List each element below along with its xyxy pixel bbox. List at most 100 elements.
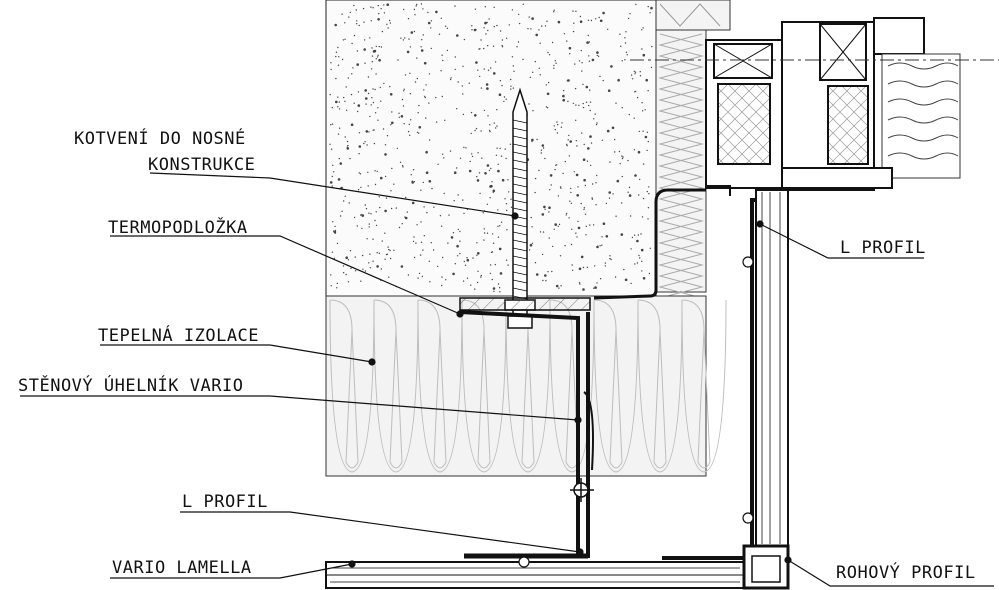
concrete-speck	[483, 109, 486, 112]
concrete-speck	[644, 109, 646, 111]
concrete-speck	[582, 106, 585, 109]
concrete-speck	[384, 144, 387, 146]
concrete-speck	[376, 170, 378, 173]
concrete-speck	[476, 242, 478, 244]
concrete-speck	[634, 91, 636, 93]
concrete-speck	[538, 169, 540, 172]
concrete-speck	[552, 245, 554, 248]
concrete-speck	[446, 27, 449, 29]
concrete-speck	[344, 136, 346, 138]
concrete-speck	[377, 107, 379, 109]
concrete-speck	[566, 40, 568, 42]
concrete-speck	[636, 96, 639, 99]
label-rohovy-profil: ROHOVÝ PROFIL	[836, 563, 976, 583]
concrete-speck	[589, 109, 591, 112]
concrete-speck	[492, 287, 496, 290]
concrete-speck	[501, 44, 503, 47]
concrete-speck	[531, 242, 534, 244]
concrete-speck	[374, 88, 376, 91]
concrete-speck	[469, 160, 471, 163]
concrete-speck	[484, 6, 486, 8]
concrete-speck	[583, 207, 586, 209]
concrete-speck	[482, 212, 484, 214]
concrete-speck	[332, 221, 334, 223]
concrete-speck	[599, 75, 601, 78]
concrete-speck	[358, 172, 360, 174]
concrete-speck	[416, 77, 418, 80]
concrete-speck	[547, 81, 550, 84]
concrete-speck	[337, 46, 339, 49]
concrete-speck	[444, 119, 446, 122]
concrete-speck	[437, 163, 439, 165]
concrete-speck	[493, 6, 495, 8]
concrete-speck	[582, 266, 585, 269]
concrete-speck	[546, 20, 548, 22]
concrete-speck	[498, 247, 502, 251]
concrete-speck	[622, 156, 624, 158]
concrete-speck	[480, 87, 483, 89]
concrete-speck	[485, 83, 489, 86]
concrete-speck	[511, 9, 514, 11]
concrete-speck	[495, 127, 497, 129]
concrete-speck	[357, 110, 359, 113]
concrete-speck	[513, 70, 515, 73]
concrete-speck	[634, 73, 636, 75]
concrete-speck	[629, 13, 631, 15]
concrete-speck	[389, 93, 393, 96]
concrete-speck	[490, 67, 492, 69]
concrete-speck	[575, 119, 577, 122]
concrete-speck	[588, 104, 590, 107]
concrete-speck	[597, 55, 600, 57]
insulation-loop	[461, 299, 507, 473]
bolt-thread-tick	[512, 119, 528, 124]
concrete-speck	[347, 281, 350, 283]
concrete-speck	[454, 5, 456, 7]
concrete-speck	[501, 178, 505, 182]
concrete-speck	[358, 153, 360, 155]
concrete-speck	[330, 68, 332, 71]
concrete-speck	[595, 182, 597, 184]
concrete-speck	[639, 178, 641, 181]
concrete-speck	[374, 112, 377, 114]
concrete-speck	[583, 208, 585, 211]
concrete-speck	[361, 254, 364, 257]
concrete-speck	[621, 60, 623, 62]
concrete-speck	[486, 232, 489, 234]
concrete-speck	[538, 29, 540, 31]
concrete-speck	[499, 272, 503, 275]
concrete-speck	[342, 265, 345, 267]
concrete-speck	[331, 185, 333, 187]
concrete-speck	[367, 185, 369, 187]
concrete-speck	[564, 245, 566, 247]
concrete-speck	[595, 204, 597, 206]
concrete-speck	[483, 47, 485, 50]
concrete-speck	[650, 6, 653, 10]
concrete-speck	[379, 206, 381, 209]
concrete-speck	[390, 190, 392, 192]
concrete-speck	[544, 25, 547, 27]
concrete-speck	[628, 113, 630, 116]
concrete-speck	[471, 155, 474, 158]
concrete-speck	[641, 48, 643, 50]
concrete-speck	[441, 95, 443, 98]
concrete-speck	[633, 149, 636, 151]
concrete-speck	[642, 197, 645, 200]
concrete-speck	[599, 245, 601, 247]
concrete-speck	[384, 232, 386, 234]
concrete-speck	[483, 239, 485, 241]
concrete-speck	[358, 132, 361, 134]
concrete-speck	[410, 174, 412, 176]
concrete-speck	[621, 107, 623, 109]
concrete-speck	[417, 112, 419, 114]
concrete-speck	[582, 158, 586, 161]
concrete-speck	[641, 110, 644, 112]
leader-lines	[20, 172, 994, 587]
concrete-speck	[489, 197, 491, 199]
concrete-speck	[608, 191, 611, 194]
concrete-speck	[388, 19, 391, 22]
concrete-speck	[569, 53, 571, 55]
concrete-speck	[650, 66, 653, 69]
concrete-speck	[349, 11, 351, 14]
concrete-speck	[418, 132, 420, 134]
